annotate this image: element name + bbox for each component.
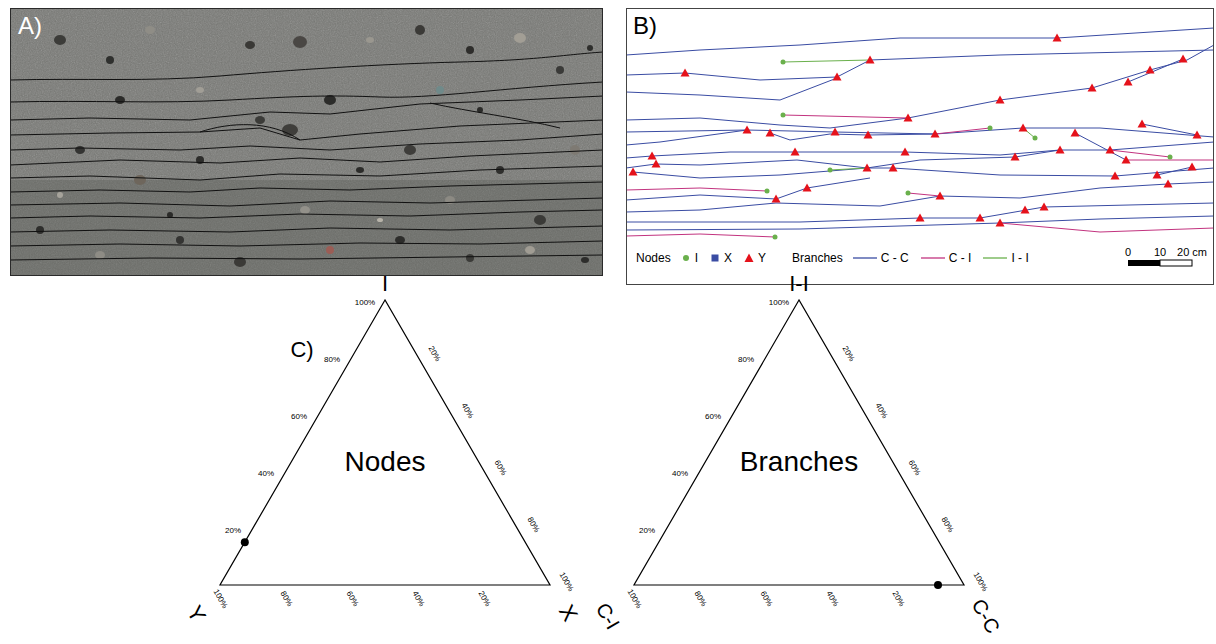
ternary-triangle: Nodes bbox=[220, 300, 550, 585]
tick-label: 100% bbox=[211, 588, 228, 610]
tick-label: 20% bbox=[841, 345, 856, 363]
scale-label: 20 cm bbox=[1177, 247, 1207, 258]
vertex-label: C-I bbox=[593, 599, 624, 632]
tick-label: 80% bbox=[526, 516, 541, 534]
legend-sample bbox=[921, 252, 945, 264]
panel-letter: B) bbox=[633, 14, 657, 38]
tick-label: 40% bbox=[411, 590, 426, 608]
legend-text: C - I bbox=[949, 252, 972, 264]
vertex-label: X bbox=[555, 601, 581, 625]
legend-sample bbox=[853, 252, 877, 264]
tick-label: 100% bbox=[355, 299, 375, 307]
outcrop-photo bbox=[10, 8, 603, 276]
fracture-map bbox=[626, 28, 1214, 240]
tick-label: 20% bbox=[225, 527, 241, 535]
photo-panel: A) bbox=[10, 8, 603, 276]
vertex-label: Y bbox=[183, 602, 209, 626]
vertex-label: I-I bbox=[789, 273, 809, 295]
tick-label: 60% bbox=[493, 459, 508, 477]
legend-text: X bbox=[724, 252, 732, 264]
tick-label: 40% bbox=[258, 470, 274, 478]
tick-label: 40% bbox=[874, 402, 889, 420]
panel-letter: A) bbox=[18, 14, 42, 38]
legend-heading: Branches bbox=[792, 252, 843, 264]
tick-label: 100% bbox=[625, 588, 642, 610]
scale-label: 10 bbox=[1154, 247, 1166, 258]
tick-label: 100% bbox=[769, 299, 789, 307]
legend-heading: Nodes bbox=[636, 252, 671, 264]
triangle-outline bbox=[220, 300, 550, 585]
legend-text: I bbox=[695, 252, 698, 264]
tick-label: 80% bbox=[940, 516, 955, 534]
tick-label: 40% bbox=[825, 590, 840, 608]
legend-sample bbox=[983, 252, 1007, 264]
tick-label: 60% bbox=[705, 413, 721, 421]
tick-label: 20% bbox=[639, 527, 655, 535]
vertex-label: I bbox=[382, 273, 388, 295]
legend-text: I - I bbox=[1011, 252, 1028, 264]
legend-sample bbox=[710, 252, 720, 264]
tick-label: 40% bbox=[460, 402, 475, 420]
tick-label: 80% bbox=[279, 590, 294, 608]
tick-label: 40% bbox=[672, 470, 688, 478]
tick-label: 20% bbox=[427, 345, 442, 363]
triangle-outline bbox=[634, 300, 964, 585]
legend-sample bbox=[681, 252, 691, 264]
tick-label: 20% bbox=[891, 590, 906, 608]
ternary-triangle: Branches bbox=[634, 300, 964, 585]
legend-text: C - C bbox=[881, 252, 909, 264]
ternary-title: Branches bbox=[740, 448, 858, 476]
tick-label: 100% bbox=[557, 571, 574, 593]
tick-label: 80% bbox=[324, 356, 340, 364]
tick-label: 60% bbox=[907, 459, 922, 477]
tick-label: 60% bbox=[759, 590, 774, 608]
map-panel: B) bbox=[626, 8, 1214, 285]
tick-label: 60% bbox=[291, 413, 307, 421]
tick-label: 20% bbox=[477, 590, 492, 608]
scale-label: 0 bbox=[1125, 247, 1131, 258]
vertex-label: C-C bbox=[968, 596, 1003, 637]
panel-letter: C) bbox=[290, 339, 313, 361]
legend-sample bbox=[744, 252, 754, 264]
tick-label: 80% bbox=[738, 356, 754, 364]
tick-label: 100% bbox=[971, 571, 988, 593]
scale-bar bbox=[1128, 260, 1192, 266]
tick-label: 60% bbox=[345, 590, 360, 608]
legend-text: Y bbox=[758, 252, 766, 264]
tick-label: 80% bbox=[693, 590, 708, 608]
ternary-title: Nodes bbox=[345, 448, 426, 476]
